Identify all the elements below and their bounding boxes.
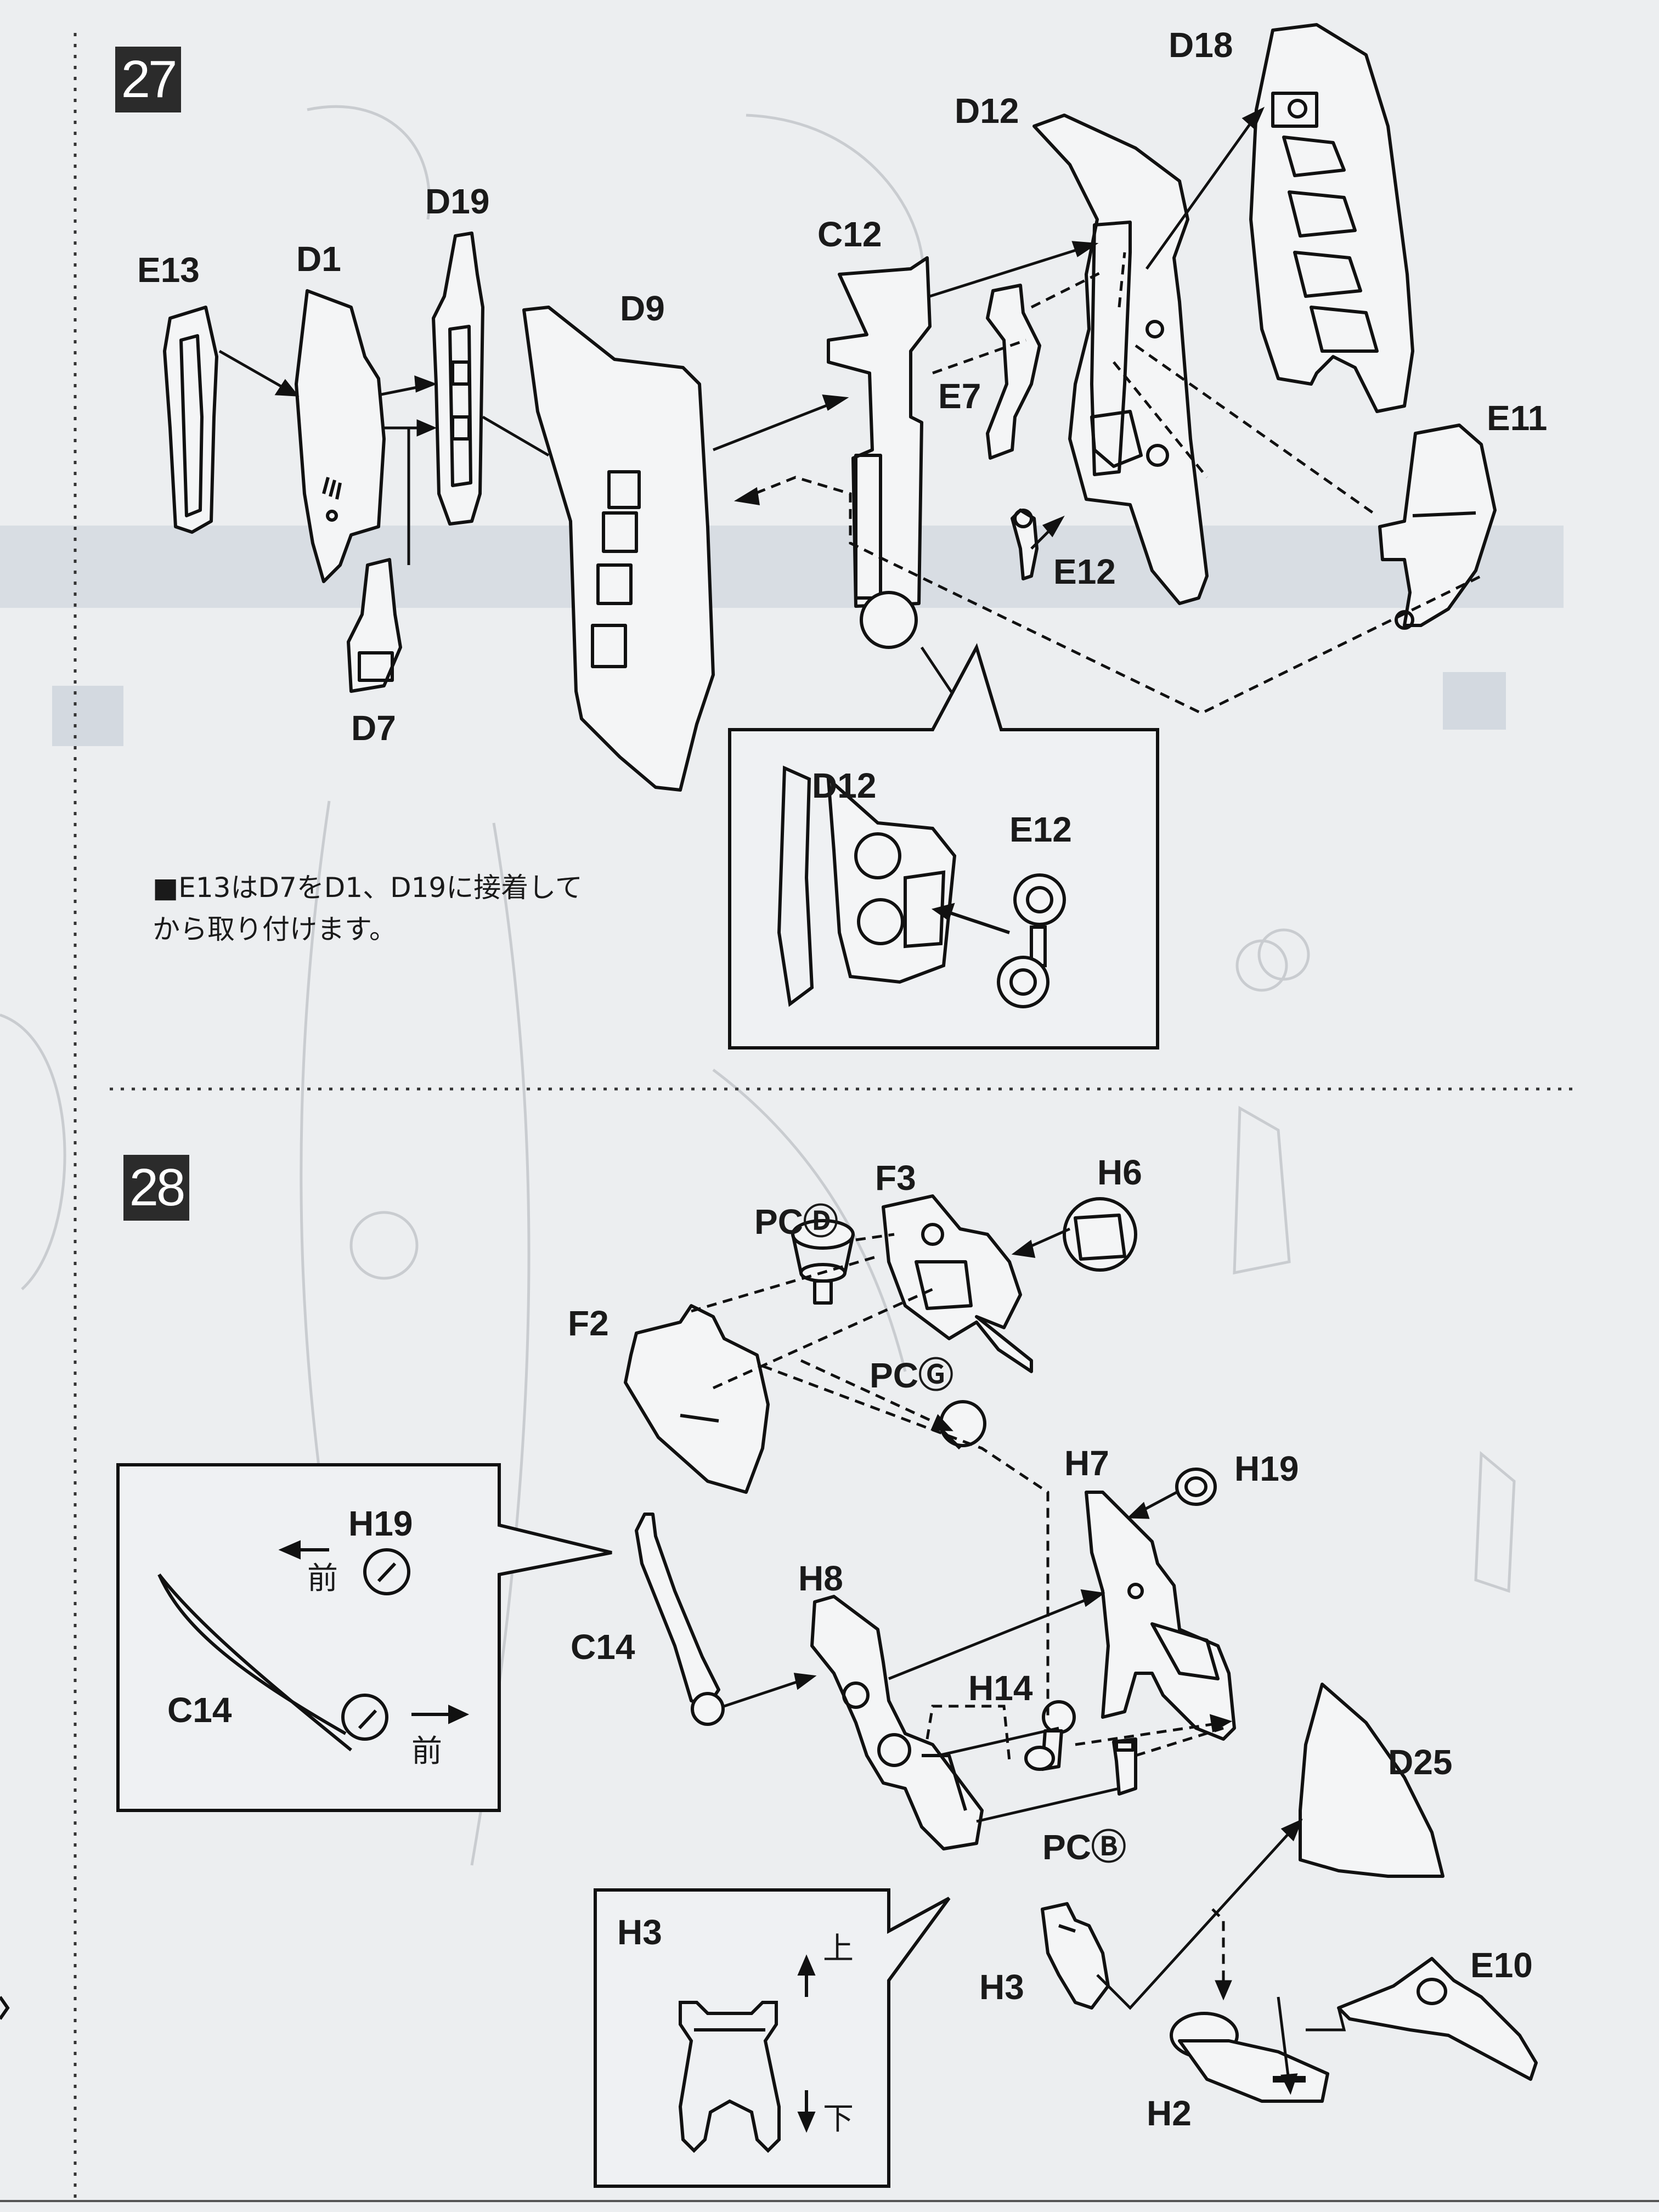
label-d1: D1 [296,239,341,279]
label-h2: H2 [1147,2094,1192,2133]
label-pc-g: PCⒼ [870,1356,953,1395]
label-h6: H6 [1097,1153,1142,1192]
part-h6 [1063,1197,1137,1272]
part-f3 [882,1194,1033,1373]
background-ghosts [0,105,1564,1866]
up-direction-label: 上 [823,1931,854,1967]
part-pc-b [1112,1737,1137,1796]
part-e10 [1337,1957,1538,2081]
assembly-note: ■E13はD7をD1、D19に接着して から取り付けます。 [153,867,583,950]
part-e13 [163,306,218,534]
label-f3: F3 [875,1158,916,1198]
part-e7 [986,284,1041,460]
front-direction-label-2: 前 [411,1734,442,1769]
part-f2 [624,1304,770,1494]
part-d1 [295,289,386,583]
part-d7 [347,558,402,693]
part-d18 [1249,23,1414,413]
label-h8: H8 [798,1559,843,1598]
label-pc-d: PCⒹ [754,1202,838,1242]
label-c14: C14 [571,1627,635,1667]
label-d7: D7 [351,708,396,748]
detail-label-h19: H19 [348,1504,413,1543]
step27-parts [163,23,1497,792]
part-h8 [810,1595,984,1850]
part-c14 [635,1513,725,1726]
assembly-note-line-1: ■E13はD7をD1、D19に接着して [153,872,583,904]
part-h7 [1085,1491,1236,1741]
part-e12 [1011,509,1039,580]
label-e12: E12 [1053,552,1116,591]
part-h3 [1041,1902,1110,2010]
label-e10: E10 [1470,1945,1533,1985]
page-edge-arrow [0,1996,10,2020]
step28-h3-detail-box [594,1888,951,2188]
step28-c14-detail-box [116,1463,612,1812]
part-d12 [1032,114,1209,605]
part-c12 [827,256,932,649]
assembly-note-line-2: から取り付けます。 [153,913,397,945]
step-number-28: 28 [123,1155,189,1221]
page-frame [0,33,1659,2205]
label-d19: D19 [425,182,490,221]
front-direction-label-1: 前 [307,1561,338,1596]
step-number-27: 27 [115,47,181,112]
step28-parts [624,1194,1538,2103]
part-d25 [1299,1683,1444,1878]
part-d9 [522,306,715,792]
label-h14: H14 [968,1668,1033,1708]
detail-label-h3: H3 [617,1912,662,1952]
label-d25: D25 [1388,1742,1453,1782]
part-h19 [1175,1468,1217,1506]
label-pc-b: PCⒷ [1042,1827,1126,1867]
step27-detail-box [728,643,1159,1049]
part-d19 [432,232,484,526]
label-d9: D9 [620,289,665,328]
label-d12: D12 [955,91,1019,131]
label-h3: H3 [979,1967,1024,2007]
down-direction-label: 下 [823,2101,854,2137]
detail-label-c14: C14 [167,1690,232,1730]
label-c12: C12 [817,215,882,254]
part-h2 [1170,2012,1329,2103]
part-pc-g [939,1400,986,1450]
label-d18: D18 [1169,25,1233,65]
label-f2: F2 [568,1304,609,1343]
label-e13: E13 [137,250,200,290]
label-h19: H19 [1234,1449,1299,1488]
part-e11 [1378,424,1497,630]
step28-arrows [691,1227,1346,2095]
label-e11: E11 [1487,398,1548,438]
part-h14 [1024,1700,1076,1771]
detail-label-d12: D12 [812,766,877,805]
label-e7: E7 [938,376,981,416]
label-h7: H7 [1064,1443,1109,1483]
detail-label-e12: E12 [1009,810,1072,849]
